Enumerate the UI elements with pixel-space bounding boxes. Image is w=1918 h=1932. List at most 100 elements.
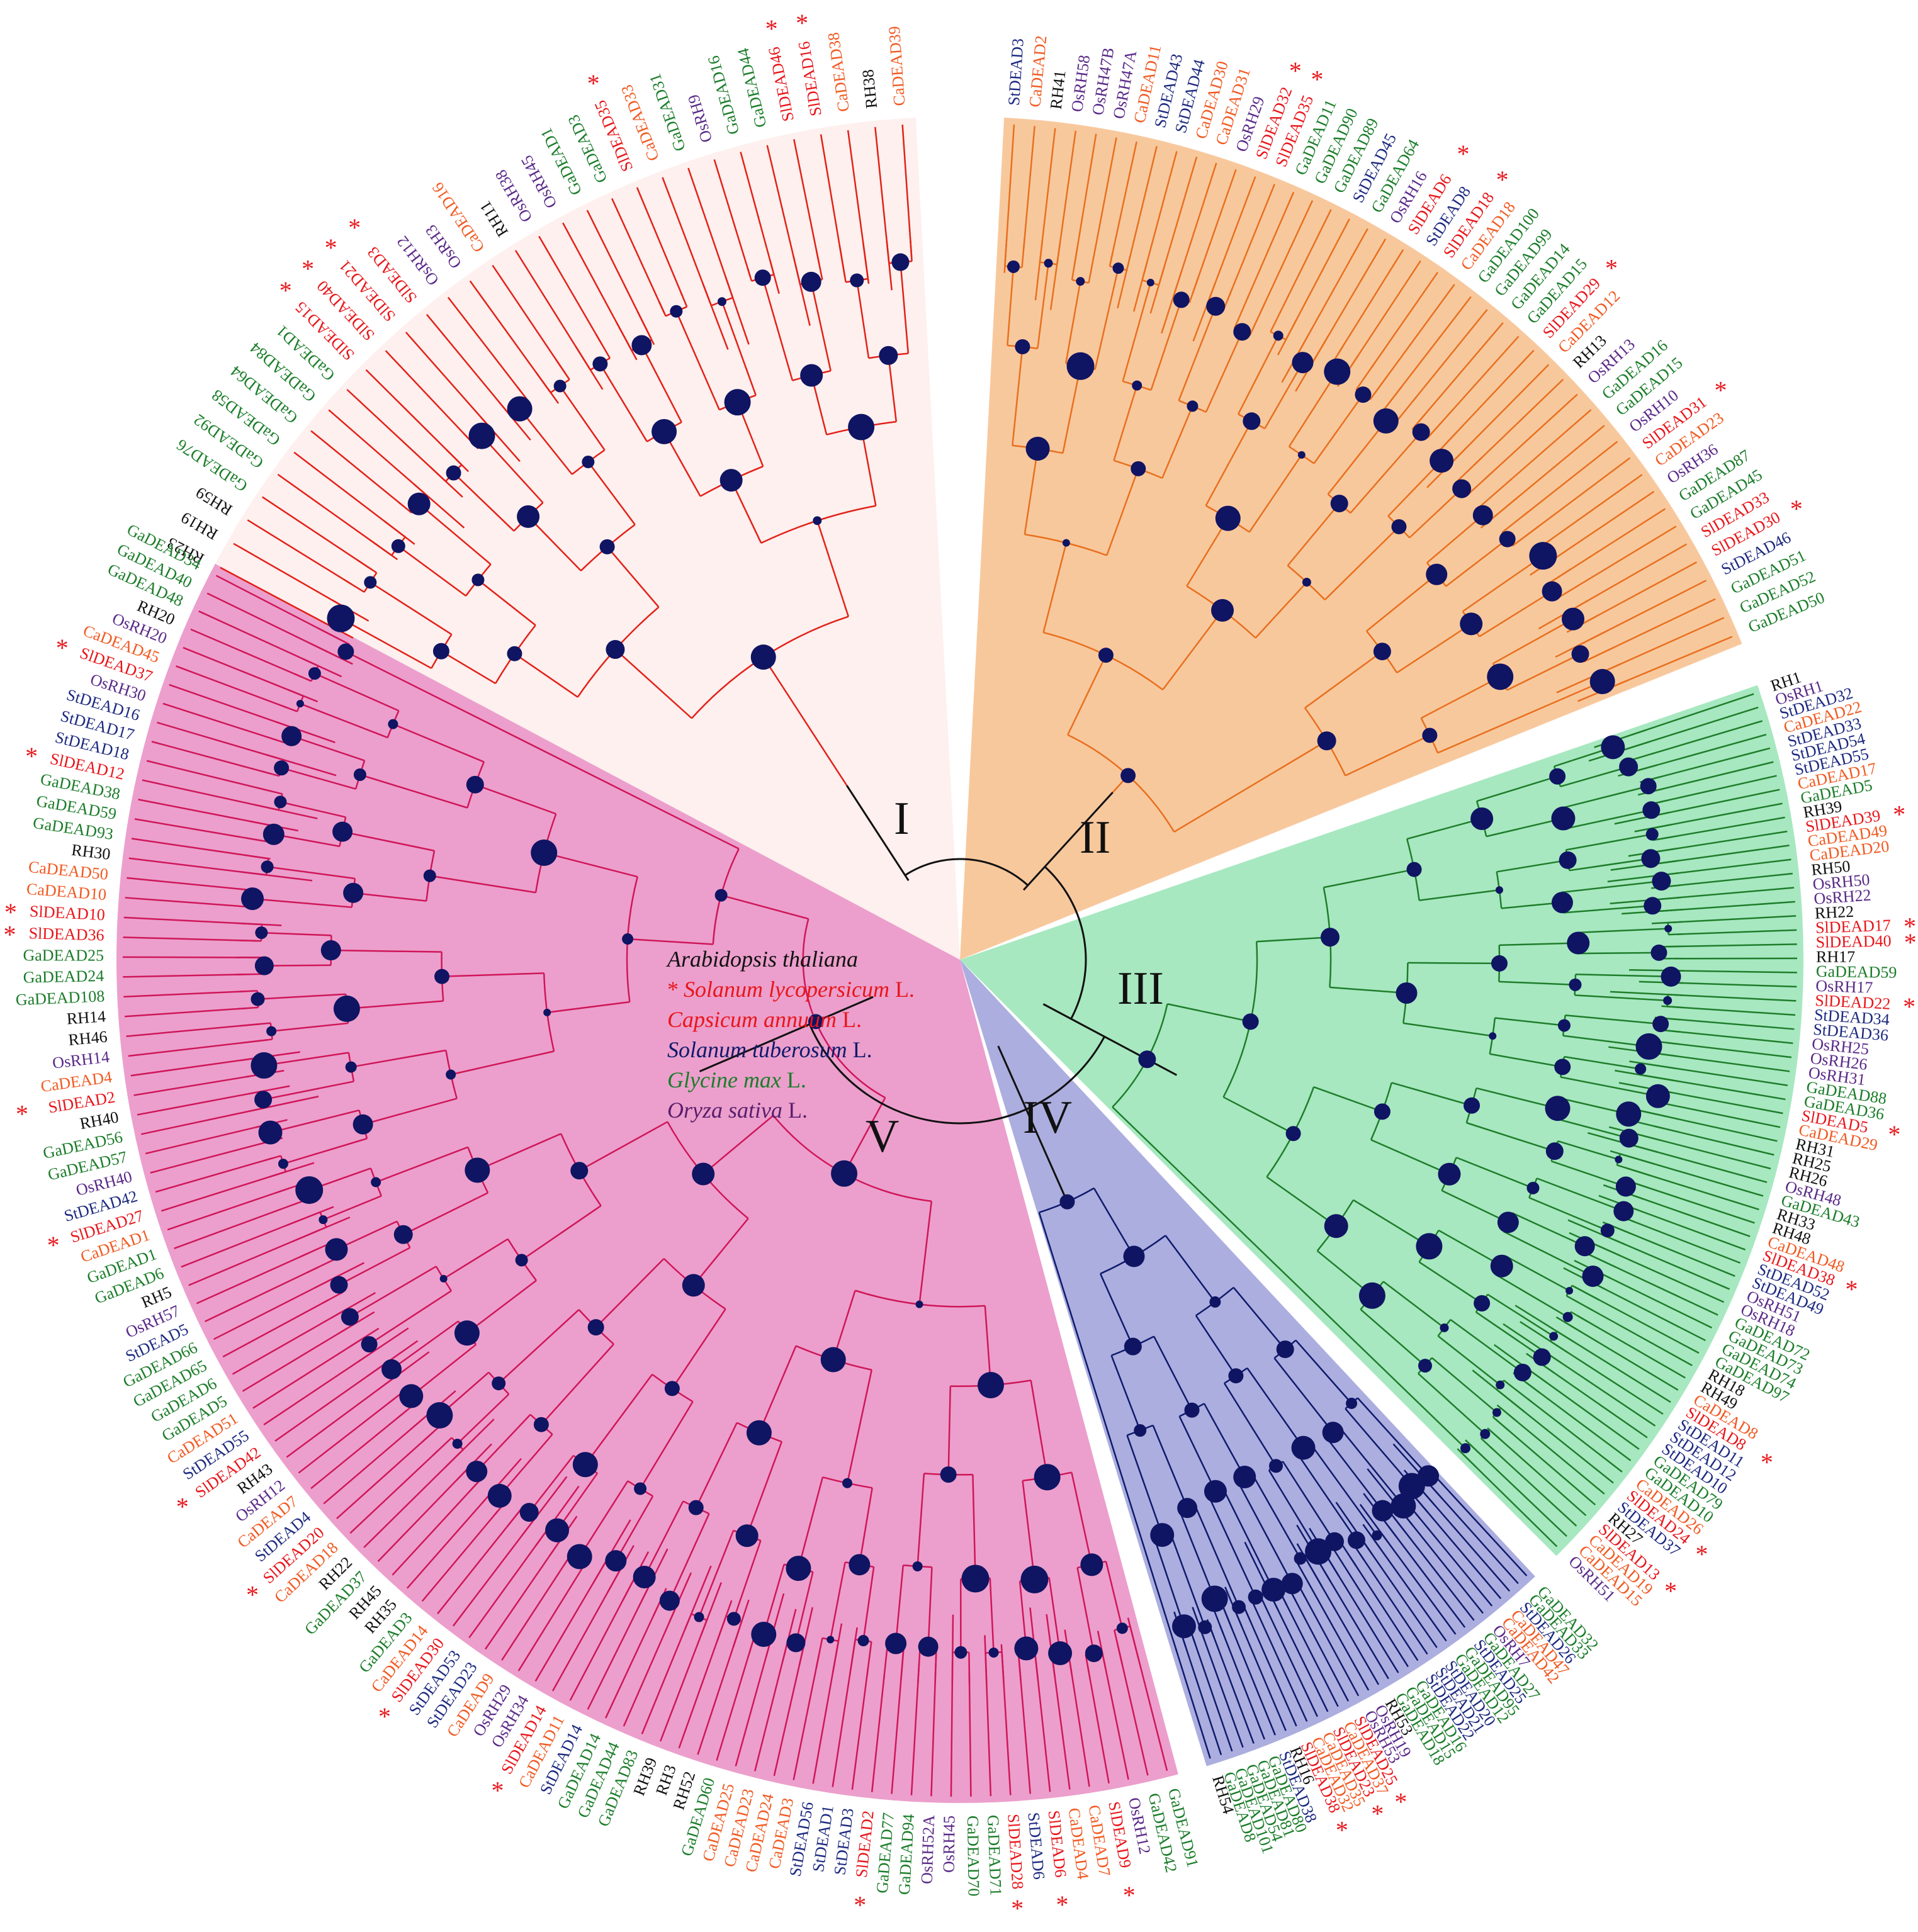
bootstrap-node [332,821,353,842]
backbone-stem [846,785,910,882]
branch-tip [1370,272,1438,369]
branch-segment [984,1305,992,1386]
bootstrap-node [1616,1101,1642,1127]
bootstrap-node [1641,849,1661,868]
bootstrap-node [1297,451,1306,459]
branch-segment [695,1422,738,1508]
legend-suffix: L. [782,1098,808,1123]
branch-segment [1528,1197,1608,1232]
branch-segment [1048,1577,1061,1654]
branch-segment [1106,468,1139,556]
bootstrap-node [1132,380,1142,391]
branch-segment [716,1615,727,1642]
branch-tip [735,1593,785,1766]
bootstrap-node [751,1621,777,1647]
bootstrap-node [258,1120,283,1145]
branch-segment [414,483,427,496]
branch-segment [256,787,283,795]
branch-segment [1481,1437,1494,1450]
branch-segment [1099,1273,1134,1347]
asterisk-mark: * [1457,140,1469,168]
branch-tip [274,1340,419,1442]
bootstrap-node [492,1376,506,1391]
branch-segment [1496,1388,1526,1413]
branch-segment [1030,1380,1048,1478]
branch-segment [237,922,262,926]
legend-suffix: L. [837,1007,862,1032]
branch-tip [901,125,913,259]
branch-segment [1195,1315,1237,1376]
branch-segment [261,770,279,777]
asterisk-mark: * [1903,992,1915,1021]
bootstrap-node [1173,291,1190,308]
asterisk-mark: * [1695,1540,1708,1568]
branch-segment [1477,483,1506,510]
leaf-label: RH19 [178,508,221,544]
bootstrap-node [278,1159,288,1169]
branch-segment [680,291,688,307]
branch-segment [628,938,713,945]
bootstrap-node [670,305,683,318]
branch-segment [280,801,346,818]
branch-tip [155,1157,274,1193]
branch-segment [1038,1212,1177,1651]
leaf-label: SlDEAD46 [765,45,798,123]
branch-tip [713,159,752,277]
branch-segment [1668,933,1684,936]
bootstrap-node [1652,872,1671,891]
branch-segment [241,871,267,876]
branch-tip [517,1573,580,1671]
asterisk-mark: * [246,1580,259,1609]
bootstrap-node [1204,1480,1227,1503]
bootstrap-node [918,1636,939,1657]
bootstrap-node [692,1162,715,1186]
branch-segment [1667,1006,1683,1009]
branch-segment [1001,1652,1005,1682]
bootstrap-node [1201,1585,1228,1612]
leaf-label: SlDEAD28 [1004,1813,1027,1889]
branch-segment [294,673,312,682]
branch-segment [1205,420,1253,507]
bootstrap-node [446,465,461,481]
asterisk-mark: * [796,9,808,37]
bootstrap-node [634,1482,647,1495]
branch-segment [514,653,578,698]
branch-segment [1327,420,1387,495]
branch-segment [668,1513,710,1602]
asterisk-mark: * [1011,1894,1024,1923]
branch-segment [1418,1261,1482,1305]
bootstrap-node [857,1634,869,1646]
branch-segment [1233,295,1250,329]
bootstrap-node [1228,1368,1244,1384]
branch-segment [1501,511,1529,533]
branch-segment [450,1050,555,1076]
bootstrap-node [954,1646,967,1659]
bootstrap-node [1134,1424,1147,1437]
bootstrap-node [439,1274,448,1283]
branch-segment [499,1434,553,1497]
branch-tip [1289,1588,1350,1702]
backbone-arc [905,858,1029,886]
bootstrap-node [345,1061,357,1073]
leaf-label: GaDEAD44 [734,47,770,130]
bootstrap-node [1123,1245,1145,1267]
bootstrap-node [432,643,449,660]
bootstrap-node [1426,563,1448,585]
bootstrap-node [341,1308,359,1326]
branch-tip [534,1519,631,1682]
bootstrap-node [1492,1408,1501,1417]
branch-segment [1112,1106,1466,1449]
branch-tip [468,1485,580,1639]
branch-tip [142,779,318,819]
asterisk-mark: * [1123,1881,1136,1909]
leaf-label: GaDEAD108 [15,987,105,1009]
bootstrap-node [274,795,287,809]
bootstrap-node [1663,996,1673,1005]
branch-segment [340,617,432,670]
branch-segment [1487,1293,1554,1337]
asterisk-mark: * [1605,254,1618,283]
branch-tip [1359,1554,1428,1655]
bootstrap-node [1490,1254,1513,1278]
bootstrap-node [543,1008,551,1016]
